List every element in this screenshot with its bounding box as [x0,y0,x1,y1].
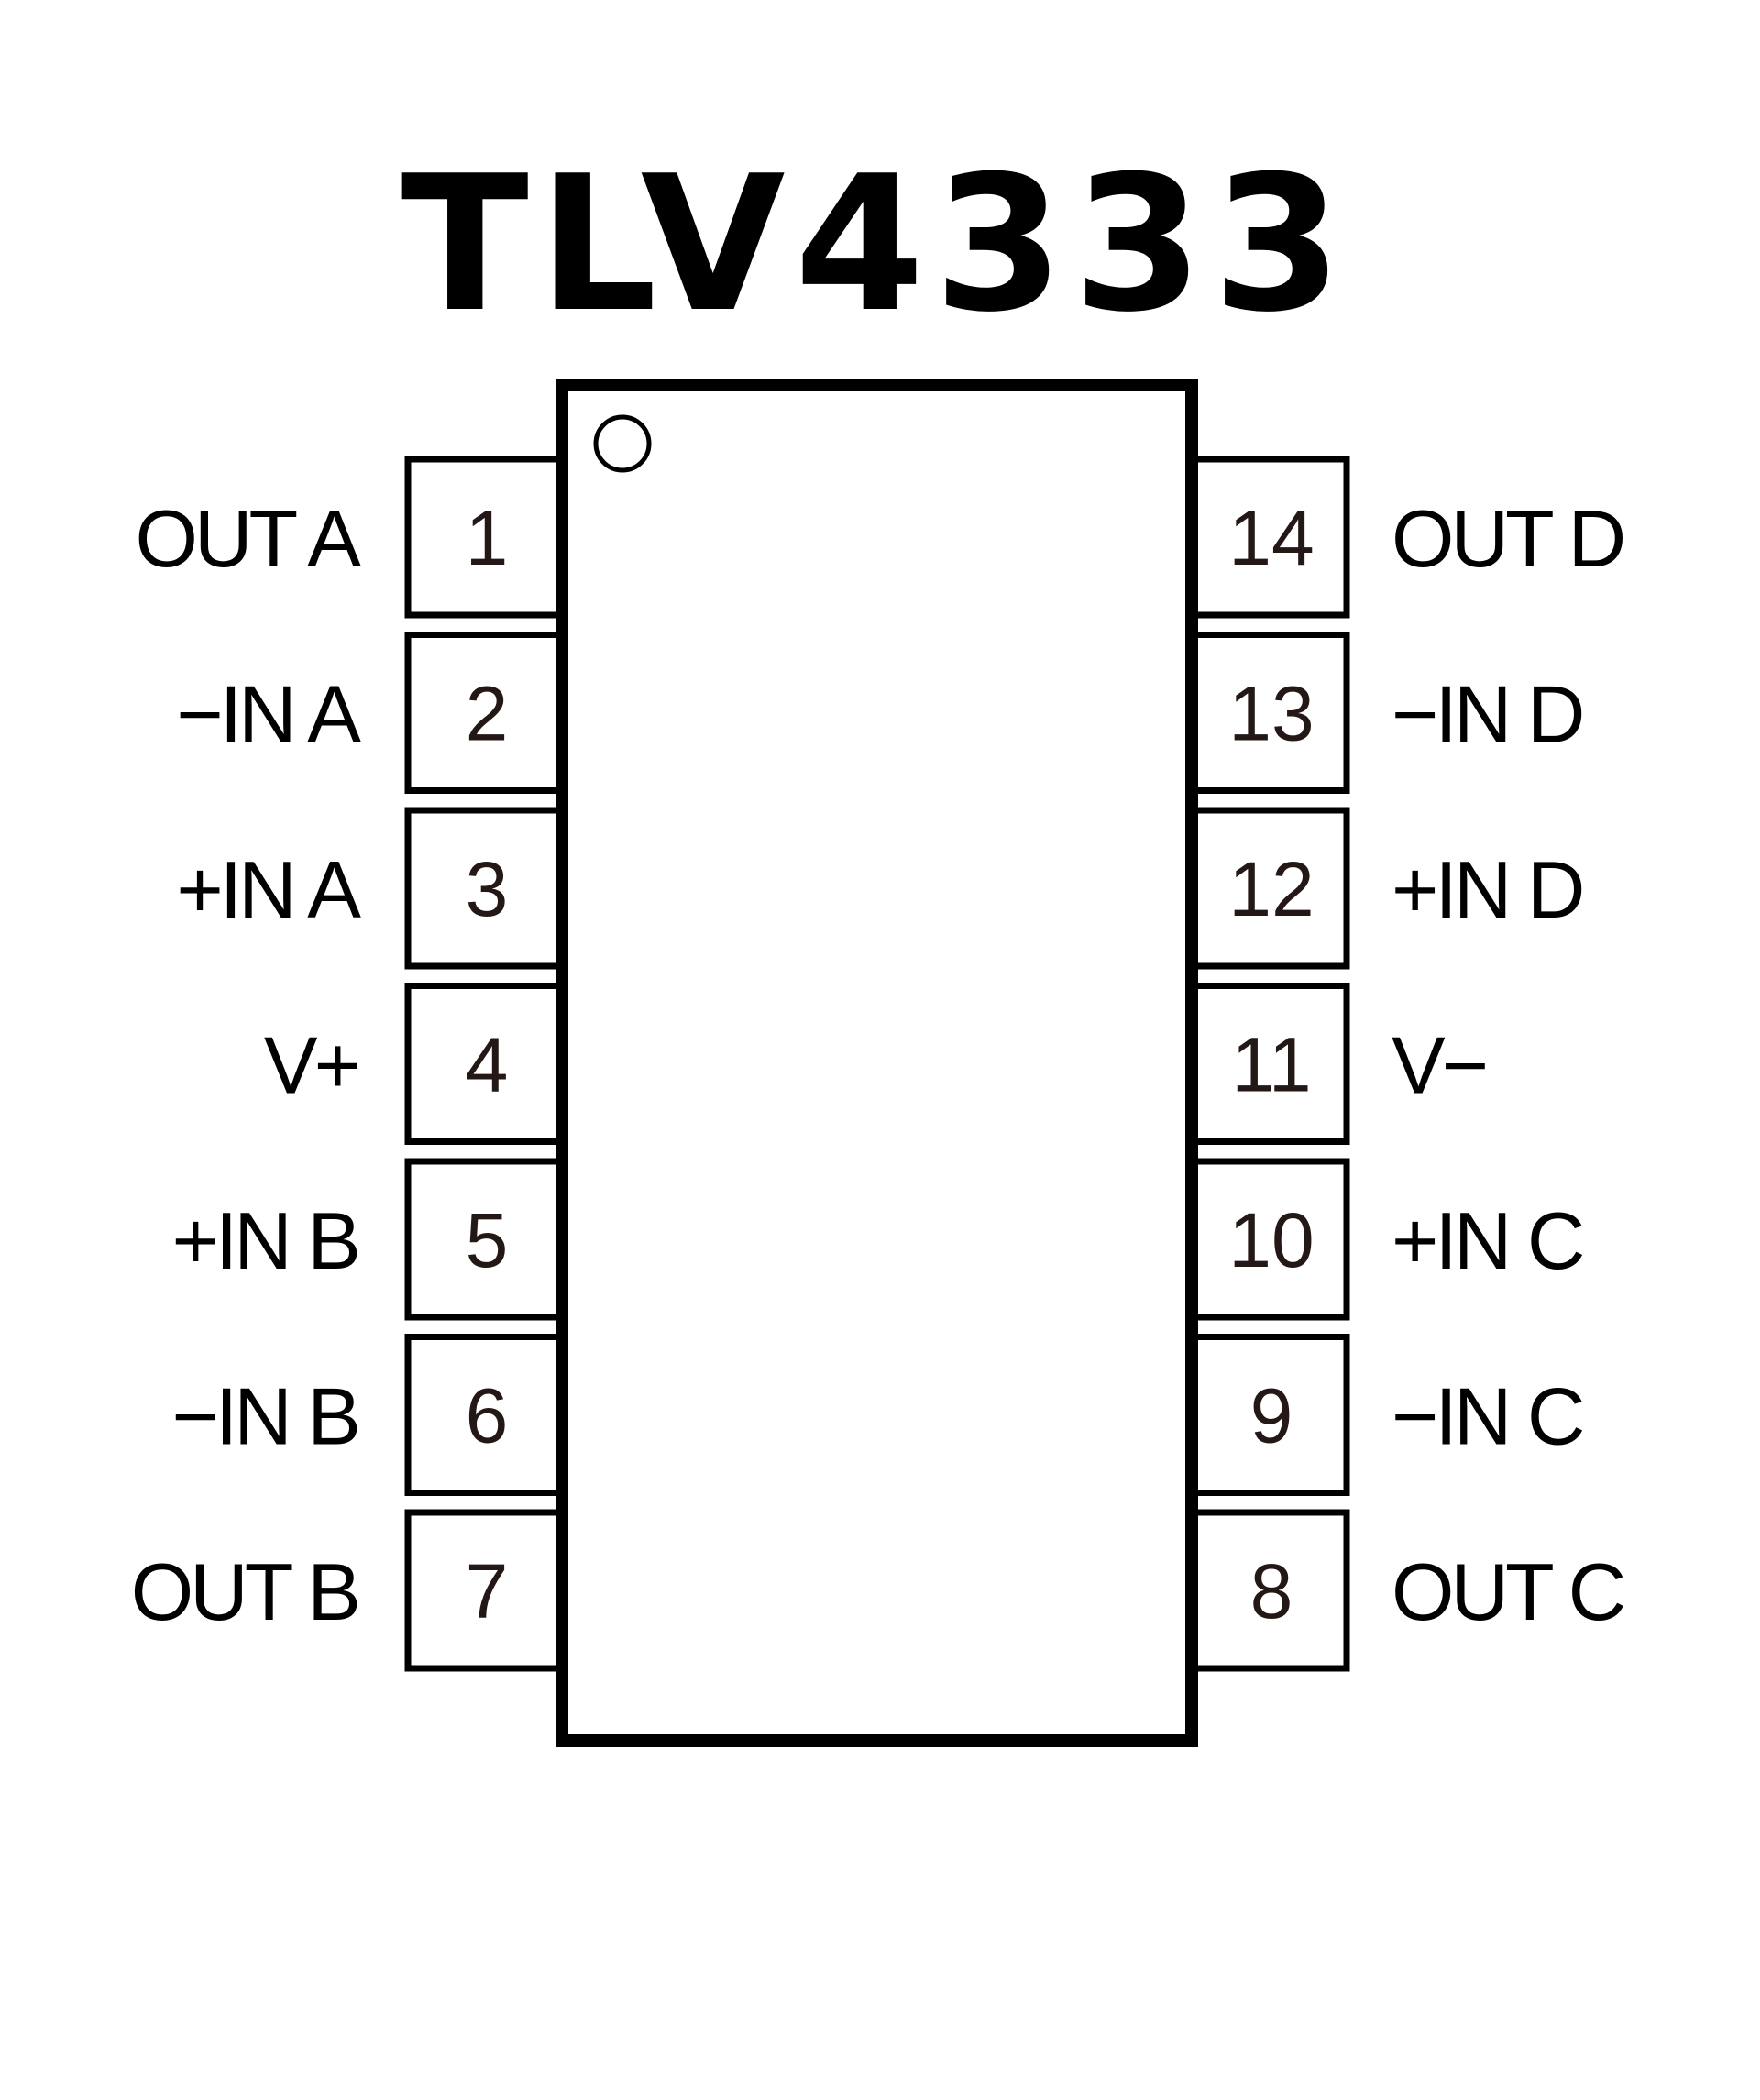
pin-label: −IN A [176,669,361,760]
pin-7: 7 OUT B [131,1509,566,1672]
pin-box [404,1158,566,1321]
left-pin-column: 1 OUT A 2 −IN A 3 +IN A 4 V+ 5 +IN B 6 −IN B 7 OUT B [131,456,566,1672]
pin-number: 1 [466,495,509,581]
pin-14: 14 OUT D [1188,456,1627,619]
pin-label: OUT B [131,1546,358,1637]
pin-8: 8 OUT C [1188,1509,1628,1672]
pin-box [1188,983,1350,1145]
pin-9: 9 −IN C [1188,1334,1587,1496]
pin-label: −IN C [1392,1371,1583,1462]
pin-box [1188,1158,1350,1321]
pin-label: +IN A [176,844,361,935]
pin-label: OUT C [1392,1546,1624,1637]
pin-box [1188,1334,1350,1496]
pin-label: OUT D [1392,493,1623,584]
diagram-title: TLV4333 [402,137,1352,354]
pin-number: 2 [466,671,509,757]
pin-box [404,632,566,794]
pin-number: 5 [466,1197,509,1283]
pin-box [404,807,566,970]
pin-12: 12 +IN D [1188,807,1586,970]
pin-1: 1 OUT A [136,456,566,619]
pin-11: 11 V− [1188,983,1490,1145]
pin-label: V+ [264,1020,358,1111]
pin1-indicator-icon [593,414,652,473]
pin-number: 9 [1250,1373,1293,1459]
pin-number: 13 [1228,671,1314,757]
pin-box [404,1509,566,1672]
pin-3: 3 +IN A [176,807,566,970]
pin-label: −IN D [1392,669,1582,760]
pin-5: 5 +IN B [171,1158,566,1321]
pin-10: 10 +IN C [1188,1158,1587,1321]
pin-label: +IN C [1392,1195,1583,1286]
pin-2: 2 −IN A [176,632,566,794]
pin-number: 4 [466,1022,509,1108]
pin-4: 4 V+ [264,983,566,1145]
pin-number: 11 [1231,1022,1311,1108]
pin-6: 6 −IN B [171,1334,566,1496]
pin-13: 13 −IN D [1188,632,1586,794]
pin-box [404,1334,566,1496]
chip-body [556,379,1198,1747]
pin-number: 7 [466,1548,509,1634]
pin-label: V− [1392,1020,1486,1111]
pin-label: +IN B [171,1195,358,1286]
pin-number: 8 [1250,1548,1293,1634]
pin-number: 12 [1228,846,1314,932]
pin-box [1188,1509,1350,1672]
pin-number: 3 [466,846,509,932]
pin-label: +IN D [1392,844,1582,935]
pin-label: OUT A [136,493,362,584]
right-pin-column: 14 OUT D 13 −IN D 12 +IN D 11 V− 10 +IN C 9 −IN C 8 O… [1188,456,1628,1672]
pin-number: 10 [1228,1197,1314,1283]
pin-number: 14 [1228,495,1314,581]
pin-label: −IN B [171,1371,358,1462]
pin-box [404,456,566,619]
pin-number: 6 [466,1373,509,1459]
